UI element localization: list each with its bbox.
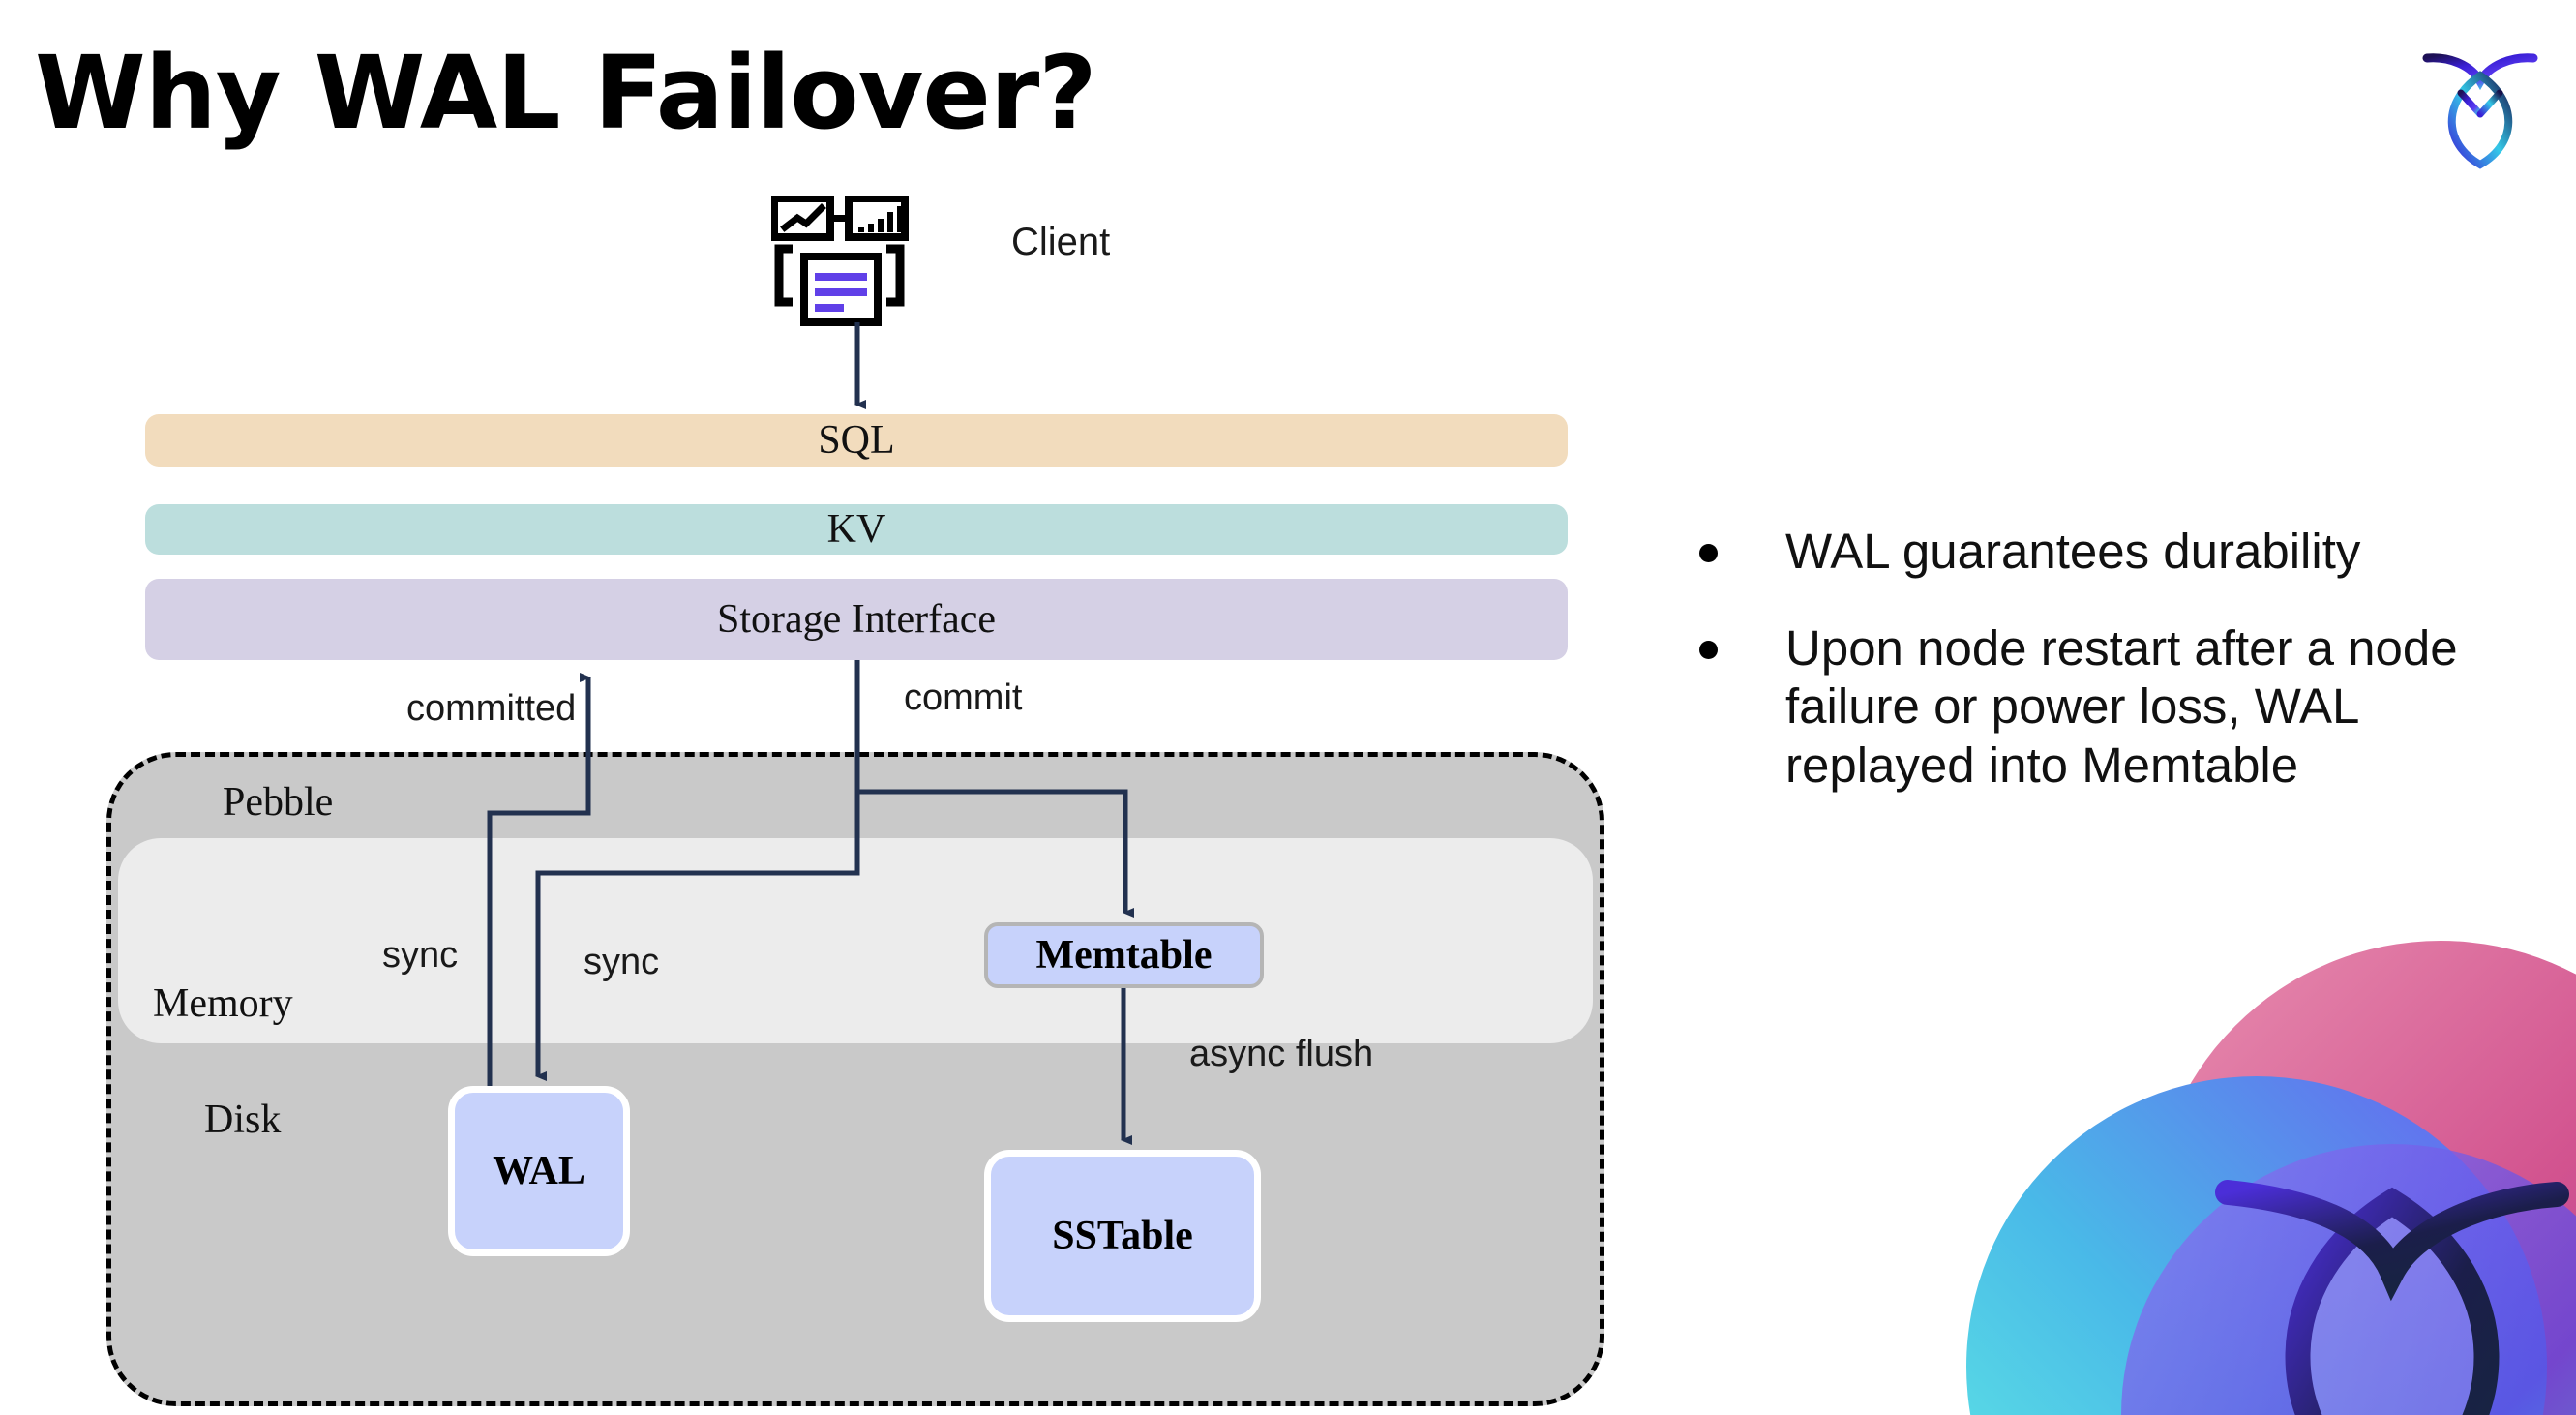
layer-bar-sql: SQL <box>145 414 1568 467</box>
edge-label-commit: commit <box>904 677 1023 718</box>
client-dashboard-icon <box>770 195 926 326</box>
node-wal: WAL <box>448 1086 630 1256</box>
edge-label-async-flush: async flush <box>1189 1034 1374 1074</box>
bullet-dot-icon <box>1699 544 1718 562</box>
bullet-dot-icon <box>1699 641 1718 660</box>
layer-bar-storage-interface: Storage Interface <box>145 579 1568 660</box>
list-item: WAL guarantees durability <box>1699 523 2512 581</box>
page-title: Why WAL Failover? <box>35 34 1097 152</box>
bullet-text: Upon node restart after a node failure o… <box>1785 620 2458 793</box>
edge-label-sync-1: sync <box>382 935 459 976</box>
bullet-text: WAL guarantees durability <box>1785 524 2361 579</box>
disk-label: Disk <box>204 1098 282 1142</box>
edge-label-sync-2: sync <box>584 942 660 982</box>
bullet-list: WAL guarantees durability Upon node rest… <box>1699 523 2512 833</box>
list-item: Upon node restart after a node failure o… <box>1699 619 2512 795</box>
memory-panel <box>118 838 1593 1043</box>
memory-label: Memory <box>153 981 293 1026</box>
pebble-label: Pebble <box>223 780 334 825</box>
node-memtable: Memtable <box>984 922 1264 988</box>
architecture-diagram: Client SQL KV Storage Interface Pebble M… <box>106 195 1604 1406</box>
node-sstable: SSTable <box>984 1150 1261 1322</box>
layer-bar-kv-label: KV <box>826 507 886 552</box>
overlapping-circles-decoration <box>1937 912 2576 1415</box>
node-memtable-label: Memtable <box>1035 933 1213 978</box>
layer-bar-sql-label: SQL <box>818 418 895 463</box>
layer-bar-kv: KV <box>145 504 1568 555</box>
node-wal-label: WAL <box>493 1149 585 1193</box>
layer-bar-storage-interface-label: Storage Interface <box>717 597 996 642</box>
edge-label-committed: committed <box>406 688 577 729</box>
cockroach-leaf-logo-icon <box>2417 37 2543 172</box>
client-label: Client <box>1011 221 1111 263</box>
node-sstable-label: SSTable <box>1052 1214 1193 1258</box>
